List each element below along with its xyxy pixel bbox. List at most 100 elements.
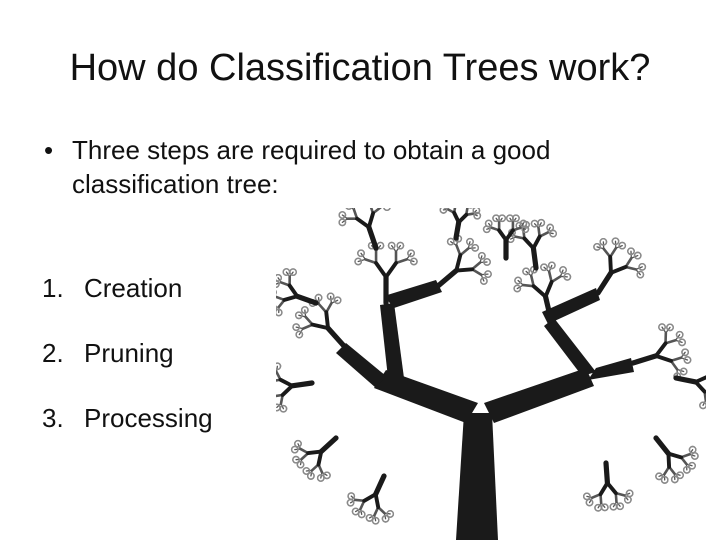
tree-twig (495, 217, 500, 224)
tree-twig (512, 217, 517, 224)
tree-leaf (472, 208, 481, 215)
tree-leaf (446, 237, 455, 246)
tree-leaf (609, 502, 618, 511)
tree-twig (374, 261, 388, 279)
tree-leaf (473, 211, 482, 220)
tree-leaf (521, 225, 530, 234)
tree-leaf (289, 268, 297, 277)
tree-twig (630, 353, 659, 366)
tree-leaf (276, 308, 283, 317)
tree-twig (608, 255, 613, 275)
tree-leaf (679, 367, 688, 376)
tree-twig (598, 480, 610, 497)
tree-leaf (316, 474, 325, 482)
tree-leaf (670, 475, 679, 484)
tree-twig (353, 208, 356, 211)
tree-twig (543, 280, 554, 299)
tree-leaf (688, 461, 696, 470)
step-label: Pruning (84, 338, 174, 368)
tree-branch-segment (484, 368, 594, 423)
tree-twig (693, 375, 706, 384)
tree-leaf (479, 277, 488, 285)
tree-twig (509, 217, 514, 224)
tree-twig (531, 284, 548, 299)
tree-leaf (540, 263, 548, 272)
tree-twig (605, 480, 618, 496)
tree-leaf (682, 465, 691, 474)
list-item: 2. Pruning (42, 335, 213, 400)
tree-twig (530, 245, 539, 271)
steps-list: 1. Creation 2. Pruning 3. Processing (42, 270, 213, 465)
tree-twig (316, 449, 324, 467)
tree-leaf (351, 507, 360, 516)
tree-twig (324, 310, 330, 331)
tree-leaf (638, 262, 647, 271)
tree-leaf (396, 241, 405, 250)
tree-leaf (323, 471, 331, 480)
tree-twig (653, 435, 672, 457)
tree-leaf (655, 472, 663, 481)
tree-twig (366, 211, 376, 230)
tree-leaf (585, 498, 594, 507)
tree-twig (289, 380, 315, 389)
tree-leaf (547, 261, 556, 270)
tree-leaf (678, 338, 686, 347)
tree-leaf (326, 292, 335, 301)
tree-branch-segment (374, 370, 478, 423)
tree-leaf (300, 306, 309, 314)
tree-leaf (409, 257, 418, 266)
tree-leaf (294, 311, 303, 320)
tree-twig (355, 216, 371, 230)
tree-leaf (294, 439, 302, 448)
tree-leaf (633, 251, 642, 260)
bullet-point: • Three steps are required to obtain a g… (44, 133, 644, 201)
tree-twig (498, 217, 503, 224)
tree-leaf (338, 218, 347, 227)
tree-leaf (559, 266, 567, 274)
tree-leaf (484, 219, 493, 228)
tree-leaf (302, 467, 311, 475)
list-item: 3. Processing (42, 400, 213, 465)
slide-title: How do Classification Trees work? (69, 47, 651, 89)
list-item: 1. Creation (42, 270, 213, 335)
tree-twig (435, 267, 459, 289)
tree-twig (653, 341, 668, 358)
step-number: 1. (42, 273, 64, 303)
tree-leaf (513, 284, 522, 293)
tree-leaf (512, 214, 520, 223)
tree-leaf (627, 247, 635, 256)
tree-twig (522, 236, 536, 251)
tree-twig (456, 212, 469, 225)
tree-leaf (611, 237, 620, 246)
tree-leaf (387, 241, 396, 250)
tree-branch-segment (380, 303, 404, 378)
tree-leaf (295, 330, 304, 339)
tree-twig (310, 322, 330, 331)
tree-leaf (681, 348, 690, 357)
tree-twig (542, 294, 554, 323)
tree-leaf (690, 452, 699, 460)
tree-leaf (439, 208, 448, 214)
tree-twig (350, 208, 355, 211)
tree-leaf (599, 237, 608, 246)
bullet-marker: • (44, 135, 54, 165)
tree-leaf (624, 495, 632, 504)
tree-leaf (357, 249, 365, 258)
tree-branch-segment (544, 318, 596, 376)
tree-leaf (306, 472, 315, 480)
tree-twig (595, 270, 614, 296)
tree-leaf (383, 208, 391, 212)
tree-twig (325, 325, 347, 349)
tree-leaf (498, 214, 507, 223)
tree-leaf (636, 270, 645, 279)
tree-twig (384, 261, 398, 279)
tree-twig (653, 353, 673, 363)
tree-leaf (676, 471, 684, 480)
tree-twig (318, 435, 339, 455)
tree-branch-segment (542, 288, 600, 324)
tree-leaf (296, 460, 305, 469)
tree-twig (287, 283, 300, 299)
tree-leaf (347, 492, 356, 501)
tree-leaf (666, 323, 674, 332)
tree-leaf (290, 445, 299, 454)
